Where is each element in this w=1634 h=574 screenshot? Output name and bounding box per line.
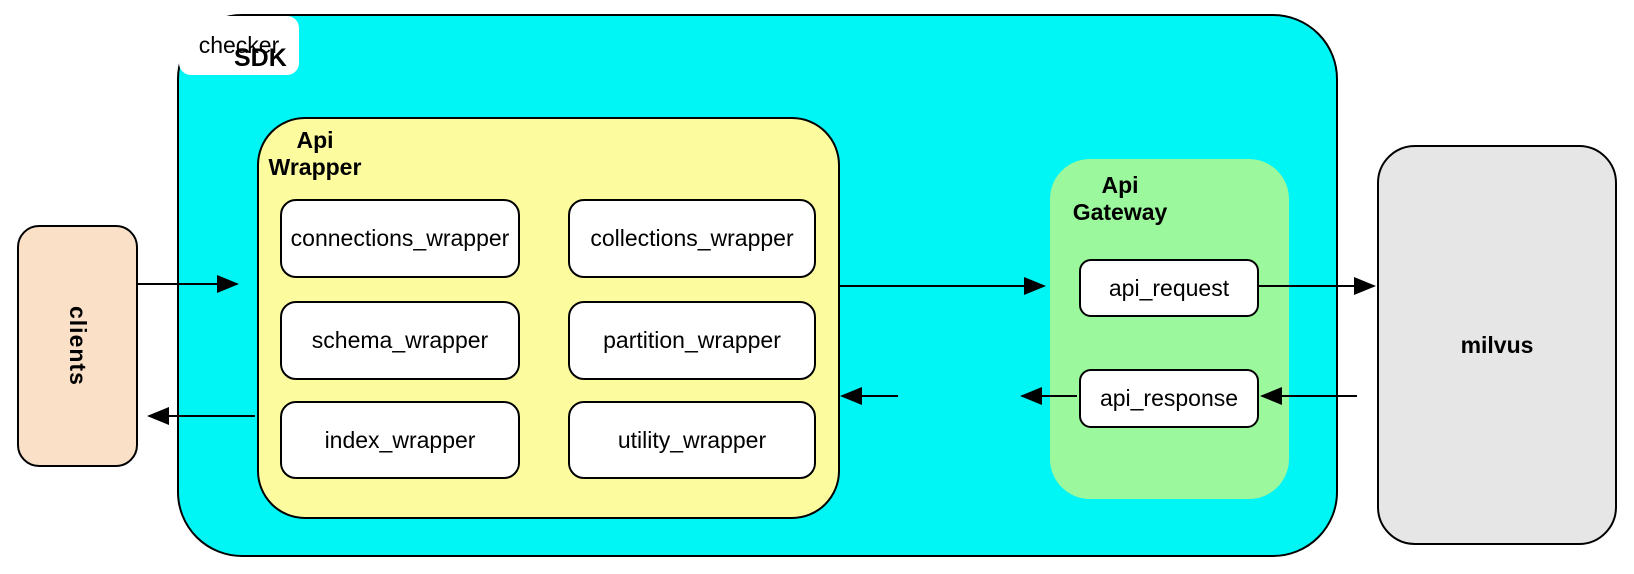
api-wrapper-title-line1: Api [296, 127, 334, 153]
clients-node[interactable]: clients [17, 225, 138, 467]
partition-wrapper-node[interactable]: partition_wrapper [568, 301, 816, 380]
api-gateway-title-line2: Gateway [1072, 199, 1168, 225]
api-request-node[interactable]: api_request [1079, 259, 1259, 317]
api-gateway-title-line1: Api [1101, 172, 1139, 198]
checker-node[interactable]: checker [179, 16, 299, 75]
index-wrapper-node[interactable]: index_wrapper [280, 401, 520, 479]
schema-wrapper-node[interactable]: schema_wrapper [280, 301, 520, 380]
api-wrapper-title-line2: Wrapper [268, 154, 362, 180]
utility-wrapper-node[interactable]: utility_wrapper [568, 401, 816, 479]
collections-wrapper-node[interactable]: collections_wrapper [568, 199, 816, 278]
api-wrapper-group[interactable]: Api Wrapper connections_wrapper collecti… [257, 117, 840, 519]
connections-wrapper-node[interactable]: connections_wrapper [280, 199, 520, 278]
milvus-node[interactable]: milvus [1377, 145, 1617, 545]
api-gateway-group[interactable]: Api Gateway api_request api_response [1050, 159, 1289, 499]
api-gateway-title: Api Gateway [1060, 172, 1180, 226]
api-wrapper-title: Api Wrapper [259, 127, 371, 181]
sdk-label: SDK [234, 44, 287, 72]
clients-label: clients [65, 306, 91, 386]
api-response-node[interactable]: api_response [1079, 369, 1259, 428]
sdk-group[interactable]: SDK Api Wrapper connections_wrapper coll… [177, 14, 1338, 557]
